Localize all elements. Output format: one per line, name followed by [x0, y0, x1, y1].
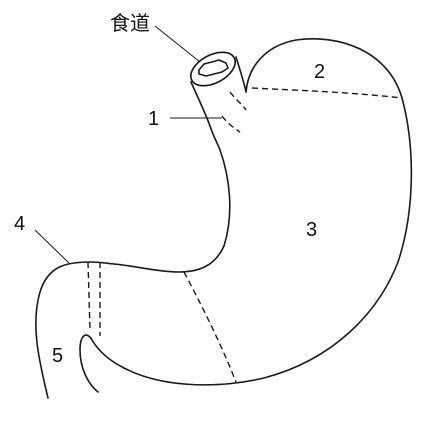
greater-curvature [91, 38, 413, 386]
antrum-boundary [183, 271, 237, 383]
duodenum-outer [35, 261, 91, 399]
region-4-leader [34, 229, 71, 265]
esophagus-right-wall [235, 56, 247, 93]
pylorus-boundary-left [87, 261, 91, 331]
region-1-label: 1 [148, 108, 159, 130]
duodenum-inner [79, 334, 99, 393]
esophagus-leader [154, 25, 201, 63]
fundus-boundary [251, 87, 403, 99]
region-2-label: 2 [314, 61, 325, 83]
cardia-boundary-lower [221, 115, 241, 133]
lesser-curvature [89, 149, 231, 273]
esophagus-label: 食道 [110, 11, 150, 35]
region-4-label: 4 [14, 213, 25, 235]
cardia-boundary-upper [229, 91, 247, 111]
esophagus-opening [190, 51, 236, 87]
esophagus-lumen [198, 59, 229, 77]
region-5-label: 5 [52, 345, 63, 367]
esophagus-left-wall [190, 81, 221, 151]
region-3-label: 3 [306, 219, 317, 241]
